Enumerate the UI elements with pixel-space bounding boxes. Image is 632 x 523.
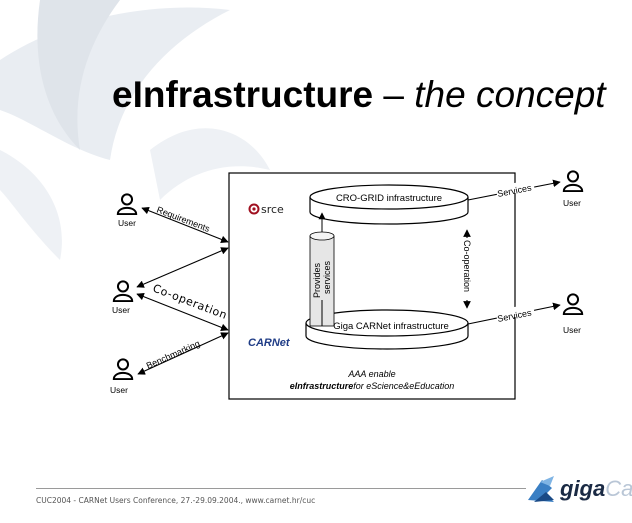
benchmarking-label: Benchmarking <box>145 338 202 371</box>
requirements-label: Requirements <box>155 205 211 235</box>
aaa-line2-bold: eInfrastructure <box>290 381 354 391</box>
user-mid-link-arrow <box>136 247 229 288</box>
services-label: services <box>322 260 332 294</box>
title-dash: – <box>373 74 415 115</box>
user-left-top-label: User <box>118 218 136 228</box>
user-right-bottom-label: User <box>563 325 581 335</box>
cylinder-crogrid-label: CRO-GRID infrastructure <box>336 193 442 204</box>
title-bold: eInfrastructure <box>112 74 374 115</box>
user-right-bottom: User <box>562 293 584 335</box>
provides-services-cylinder: Provides services <box>309 212 335 327</box>
benchmarking-arrow <box>137 332 229 375</box>
aaa-line1: AAA enable <box>347 369 395 379</box>
carnet-logo: CARNet <box>248 337 291 349</box>
footer-text: CUC2004 - CARNet Users Conference, 27.-2… <box>36 496 316 505</box>
co-operation-left-arrow <box>136 292 229 332</box>
aaa-line2-rest: for eScience&eEducation <box>353 381 454 391</box>
footer-divider <box>36 488 526 489</box>
co-operation-vertical-label: Co-operation <box>462 240 472 292</box>
requirements-arrow <box>141 206 229 244</box>
cylinder-crogrid: CRO-GRID infrastructure <box>309 184 469 225</box>
user-left-mid: User <box>112 280 134 315</box>
user-left-mid-label: User <box>112 305 130 315</box>
user-left-bottom-label: User <box>110 385 128 395</box>
user-right-top-label: User <box>563 198 581 208</box>
cylinder-giga-carnet <box>305 309 469 350</box>
giga-brand-word: giga <box>560 476 606 501</box>
srce-logo-text: srce <box>261 203 284 216</box>
giga-logo-mark <box>528 476 554 502</box>
user-left-bottom: User <box>110 358 134 395</box>
giga-brand-text: gigaCa <box>560 476 632 502</box>
user-right-top: User <box>562 170 584 208</box>
cylinder-giga-carnet-label: Giga CARNet infrastructure <box>333 321 449 332</box>
aaa-line2: eInfrastructurefor eScience&eEducation <box>290 381 455 391</box>
user-left-top: User <box>116 193 138 228</box>
title-italic: the concept <box>414 74 606 115</box>
slide-title: eInfrastructure – the concept <box>112 74 632 124</box>
giga-brand-suffix: Ca <box>605 476 632 501</box>
co-operation-left-label: Co-operation <box>151 282 229 322</box>
provides-label: Provides <box>312 262 322 298</box>
srce-logo: srce <box>248 203 284 216</box>
